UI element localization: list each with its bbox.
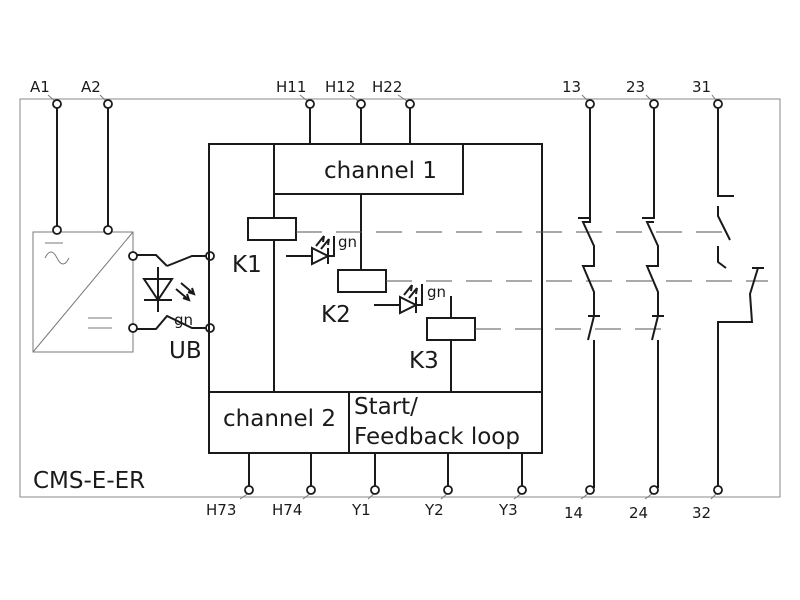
relay-label-k3: K3 (409, 348, 439, 374)
relay-label-k2: K2 (321, 302, 351, 328)
k1-led (286, 236, 335, 266)
k2-led (374, 284, 423, 315)
terminal-label-y1: Y1 (351, 501, 371, 519)
start-label-line1: Start/ (354, 394, 418, 420)
ub-wiring (133, 254, 207, 330)
terminal-31 (713, 99, 723, 109)
relay-coil-k1 (247, 217, 297, 241)
wire-h-terminals (309, 108, 411, 144)
terminal-label-y3: Y3 (498, 501, 518, 519)
k2-led-color: gn (427, 283, 446, 301)
terminal-label-h73: H73 (206, 501, 236, 519)
terminal-14 (585, 485, 595, 495)
terminal-h11 (305, 99, 315, 109)
terminal-label-h12: H12 (325, 78, 355, 96)
terminal-label-31: 31 (692, 78, 711, 96)
device-name: CMS-E-ER (33, 468, 145, 494)
terminal-h74 (306, 485, 316, 495)
k1-led-color: gn (338, 233, 357, 251)
dc-symbol (88, 317, 112, 329)
terminal-13 (585, 99, 595, 109)
terminal-a2-ps (103, 225, 113, 235)
relay-coil-k3 (426, 317, 476, 341)
terminal-label-23: 23 (626, 78, 645, 96)
terminal-y2 (443, 485, 453, 495)
device-housing (19, 98, 781, 498)
terminal-label-13: 13 (562, 78, 581, 96)
terminal-ub-minus (128, 323, 138, 333)
power-supply-block (32, 231, 134, 353)
ub-led-diode (142, 278, 174, 302)
terminal-y1 (370, 485, 380, 495)
terminal-y3 (517, 485, 527, 495)
channel2-label: channel 2 (223, 406, 336, 432)
ub-label: UB (169, 338, 202, 364)
terminal-a1-ps (52, 225, 62, 235)
terminal-label-h22: H22 (372, 78, 402, 96)
terminal-a2-top (103, 99, 113, 109)
contact-31-32 (717, 108, 764, 488)
ub-led-color: gn (174, 311, 193, 329)
leader-lines-top (47, 94, 719, 104)
terminal-h22 (405, 99, 415, 109)
terminal-32 (713, 485, 723, 495)
terminal-23 (649, 99, 659, 109)
ub-led-arrows (175, 282, 196, 302)
terminal-label-h74: H74 (272, 501, 302, 519)
wire-bottom-terminals (248, 453, 523, 488)
leader-lines-bottom (239, 492, 718, 500)
start-label-line2: Feedback loop (354, 424, 520, 450)
power-supply-diagonal (32, 231, 134, 353)
relay-label-k1: K1 (232, 252, 262, 278)
terminal-label-h11: H11 (276, 78, 306, 96)
contact-13-14 (578, 108, 600, 488)
ac-symbol (44, 242, 70, 265)
terminal-h12 (356, 99, 366, 109)
terminal-a1-top (52, 99, 62, 109)
terminal-label-24: 24 (629, 504, 648, 522)
terminal-label-y2: Y2 (424, 501, 444, 519)
k1-led-arrows (315, 235, 330, 250)
terminal-ub-plus (128, 251, 138, 261)
k2-led-arrows (403, 284, 418, 299)
terminal-label-a1: A1 (30, 78, 50, 96)
contact-23-24 (642, 108, 664, 488)
terminal-label-32: 32 (692, 504, 711, 522)
terminal-label-a2: A2 (81, 78, 101, 96)
channel1-label: channel 1 (324, 158, 437, 184)
terminal-24 (649, 485, 659, 495)
channel1-block (273, 143, 464, 195)
relay-coil-k2 (337, 269, 387, 293)
terminal-h73 (244, 485, 254, 495)
terminal-label-14: 14 (564, 504, 583, 522)
